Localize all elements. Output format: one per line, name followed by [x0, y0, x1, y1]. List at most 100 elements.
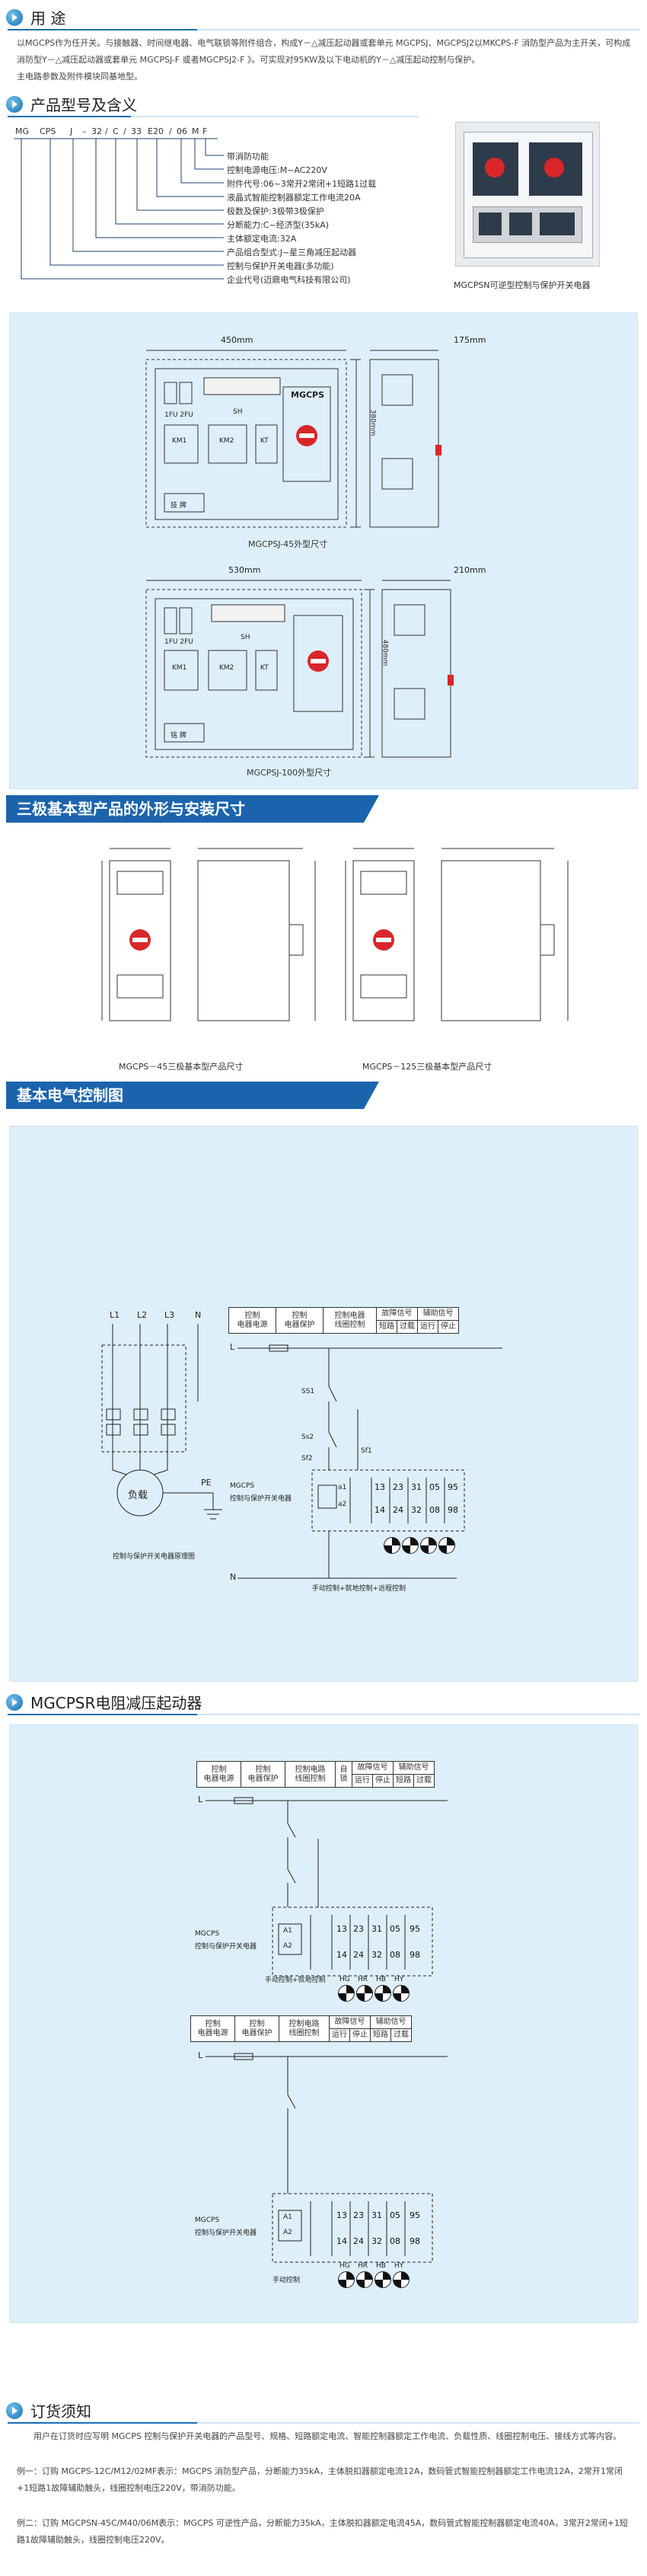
hdr-overload: 过载 [397, 1320, 418, 1334]
resistor-circuit-1: L MGCPS 控制与保护开关电器 A1 A2 13 23 31 05 95 1… [195, 1793, 486, 2014]
indicator-lamp-icon [393, 1985, 410, 2002]
principle-caption: 控制与保护开关电器原理图 [113, 1553, 196, 1561]
r1-hdr-power: 控制 电器电源 [196, 1761, 241, 1788]
r2-hb: HB [376, 2262, 386, 2270]
order-paragraph-1: 用户在订货时应写明 MGCPS 控制与保护开关电器的产品型号、规格、短路额定电流… [33, 2431, 622, 2441]
phase-l3: L3 [164, 1310, 175, 1320]
r2-l: L [198, 2050, 203, 2060]
dim2-sh: SH [241, 634, 250, 641]
r1-term-13: 13 [336, 1924, 347, 1934]
r1-term-32: 32 [371, 1950, 382, 1960]
section-bullet-icon [6, 95, 23, 113]
model-code-diagram: MG CPS J – 32 / C / 33 E20 / 06 M F 带消防功… [11, 122, 437, 297]
control-caption: 手动控制+就地控制+远程控制 [312, 1585, 406, 1593]
r1-hdr-aux: 辅助信号 [393, 1761, 435, 1775]
order-title-text: 订货须知 [30, 2402, 91, 2421]
code-f: F [202, 126, 208, 136]
three-pole-right-caption: MGCPS－125三极基本型产品尺寸 [362, 1062, 492, 1072]
three-pole-left-caption: MGCPS－45三极基本型产品尺寸 [119, 1062, 244, 1072]
ctrl-l: L [230, 1342, 235, 1352]
control-header-table: 控制 电器电源 控制 电器保护 控制电器 线圈控制 故障信号 辅助信号 短路 过… [228, 1307, 459, 1334]
dim1-height: 380mm [368, 409, 377, 436]
r1-hdr-short: 短路 [393, 1774, 414, 1788]
term-23: 23 [393, 1482, 403, 1492]
order-example-1: 例一：订购 MGCPS-12C/M12/02MF表示：MGCPS 消防型产品，分… [17, 2466, 623, 2493]
r1-hdr-run: 运行 [352, 1774, 373, 1788]
r2-term-14: 14 [336, 2236, 347, 2246]
r1-hy: HY [394, 1976, 404, 1983]
dim2-height: 480mm [381, 639, 389, 666]
indicator-lamp-icon [338, 2271, 355, 2288]
r1-term-05: 05 [390, 1924, 400, 1934]
dim1-caption: MGCPSJ-45外型尺寸 [248, 539, 328, 549]
basic-control-panel [9, 1126, 638, 1682]
meaning-9: 企业代号(迈鼎电气科技有限公司) [227, 275, 351, 285]
r2-hdr-overload: 过载 [390, 2028, 412, 2042]
term-05: 05 [429, 1482, 440, 1492]
r1-device: MGCPS [195, 1930, 220, 1938]
indicator-lamp-icon [402, 1537, 419, 1554]
code-c: C [113, 126, 119, 136]
term-08: 08 [429, 1505, 440, 1515]
resistor-table-2: 控制 电器电源 控制 电器保护 控制电路 线圈控制 故障信号 辅助信号 运行 停… [190, 2015, 412, 2042]
r2-caption: 手动控制 [273, 2277, 301, 2284]
r2-term-31: 31 [371, 2210, 382, 2220]
r2-a1: A1 [283, 2213, 292, 2221]
meaning-7: 产品组合型式:J~星三角减压起动器 [227, 248, 357, 257]
indicator-lamp-icon [374, 1985, 391, 2002]
r2-term-98: 98 [410, 2236, 420, 2246]
r1-hdr-overload: 过载 [413, 1774, 435, 1788]
r1-caption: 手动控制+就地控制 [265, 1977, 326, 1984]
r1-hdr-fault: 故障信号 [352, 1761, 394, 1775]
r2-hdr-stop: 停止 [349, 2028, 371, 2042]
phase-l2: L2 [137, 1310, 148, 1320]
ss2-label: Ss2 [301, 1433, 314, 1441]
r1-a1: A1 [283, 1927, 292, 1935]
code-32: 32 [91, 126, 102, 136]
meaning-8: 控制与保护开关电器(多功能) [227, 261, 334, 271]
control-circuit-diagram: L SS1 Ss2 Sf2 Sf1 MGCPS 控制与保护开关电器 a1 a2 [228, 1341, 518, 1593]
divider [8, 2422, 639, 2424]
r1-hdr-stop: 停止 [372, 1774, 394, 1788]
sf2-label: Sf2 [301, 1455, 313, 1462]
resistor-title-text: MGCPSR电阻减压起动器 [30, 1694, 202, 1712]
divider [8, 29, 639, 30]
dim2-plate: 铭 牌 [171, 732, 186, 740]
meaning-1: 控制电源电压:M~AC220V [227, 165, 327, 175]
r1-term-24: 24 [353, 1950, 364, 1960]
three-pole-banner: 三极基本型产品的外形与安装尺寸 [6, 795, 379, 823]
pe-label: PE [201, 1478, 212, 1488]
code-cps: CPS [40, 126, 56, 136]
divider [8, 116, 419, 117]
hdr-run: 运行 [417, 1320, 438, 1334]
r2-term-08: 08 [390, 2236, 400, 2246]
r2-device-desc: 控制与保护开关电器 [195, 2229, 257, 2237]
dim1-km1: KM1 [172, 437, 187, 445]
r1-hr: HR [358, 1976, 368, 1983]
hdr-protect: 控制 电器保护 [276, 1307, 324, 1334]
code-j: J [70, 126, 73, 136]
r2-hy: HY [394, 2262, 404, 2270]
dim2-caption: MGCPSJ-100外型尺寸 [247, 768, 332, 778]
code-e20: E20 [148, 126, 164, 136]
a2-label: a2 [338, 1501, 347, 1508]
code-mg: MG [15, 126, 30, 136]
dim1-fu: 1FU 2FU [164, 411, 193, 419]
model-title-text: 产品型号及含义 [30, 96, 137, 114]
device-label: MGCPS [230, 1482, 255, 1490]
resistor-circuit-2: L MGCPS 控制与保护开关电器 A1 A2 13 23 31 05 95 1… [195, 2049, 486, 2300]
section-bullet-icon [6, 1693, 23, 1711]
order-example-2: 例二：订购 MGCPSN-45C/M40/06M表示：MGCPS 可逆性产品，分… [17, 2518, 629, 2545]
usage-title-text: 用 途 [30, 9, 66, 27]
usage-paragraph-2: 主电路参数及附件模块同基地型。 [17, 72, 142, 81]
r1-a2: A2 [283, 1942, 292, 1950]
indicator-lamp-icon [374, 2271, 391, 2288]
load-label: 负载 [128, 1490, 148, 1501]
meaning-0: 带消防功能 [227, 152, 269, 161]
dim1-plate: 技 牌 [171, 502, 186, 510]
meaning-6: 主体额定电流:32A [227, 234, 297, 244]
meaning-2: 附件代号:06~3常开2常闭+1短路1过载 [227, 179, 377, 189]
code-06: 06 [177, 126, 187, 136]
hdr-coil: 控制电器 线圈控制 [323, 1307, 377, 1334]
hdr-short: 短路 [376, 1320, 397, 1334]
